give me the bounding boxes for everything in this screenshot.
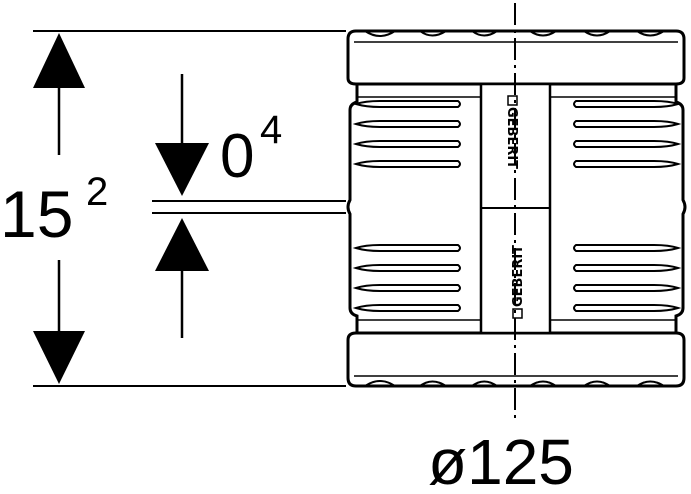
bottom-collar-rim [364,380,665,387]
gap-value: 0 [220,122,254,191]
gap-dimension: 0 4 [152,74,346,338]
top-collar-rim [364,30,665,37]
height-superscript: 2 [86,170,108,214]
svg-text:GEBERIT: GEBERIT [504,107,519,169]
diameter-label: ø125 [428,426,574,494]
height-value: 15 [0,177,73,251]
height-dimension: 15 2 [0,30,346,387]
pipe-coupling [346,29,687,388]
grooves-lower-right [573,244,682,312]
grooves-upper-left [352,100,461,168]
gap-arrow-down [155,143,209,196]
height-arrow-up [33,33,85,88]
grooves-lower-left [352,244,461,312]
height-arrow-down [33,331,85,384]
svg-text:GEBERIT: GEBERIT [511,245,526,307]
grooves-upper-right [573,100,682,168]
brand-logo-upper: GEBERIT [504,95,519,169]
gap-arrow-up [155,218,209,271]
coupling-body [346,84,687,333]
gap-superscript: 4 [260,108,282,152]
brand-logo-lower: GEBERIT [511,245,526,319]
